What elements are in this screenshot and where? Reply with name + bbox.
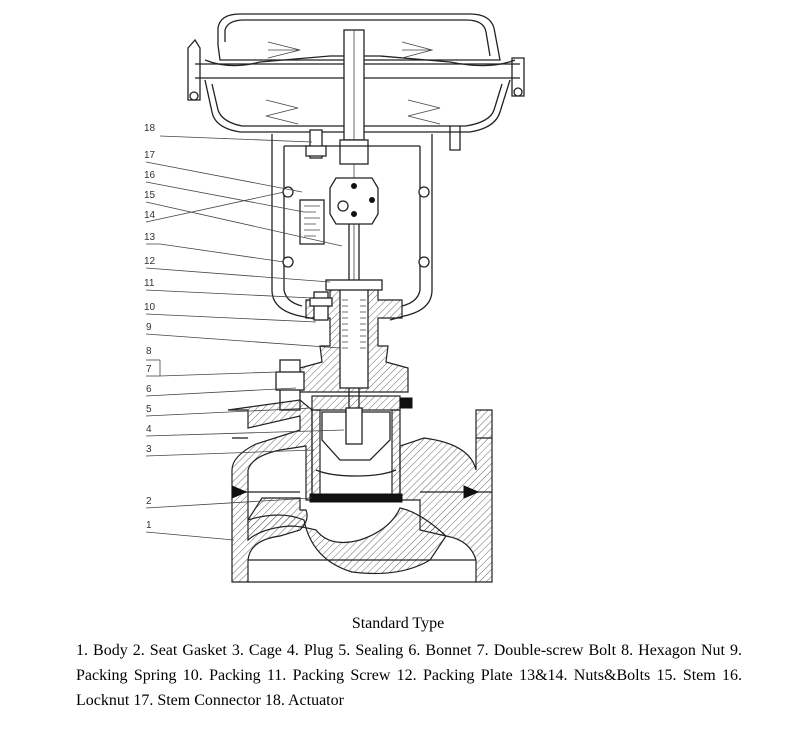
callout-11: 11 xyxy=(144,278,155,289)
callout-4: 4 xyxy=(146,424,152,435)
callout-15: 15 xyxy=(144,190,156,201)
figure-caption: Standard Type 1. Body 2. Seat Gasket 3. … xyxy=(0,612,788,713)
callout-10: 10 xyxy=(144,302,156,313)
callout-6: 6 xyxy=(146,384,152,395)
actuator xyxy=(187,13,525,300)
caption-title: Standard Type xyxy=(351,615,445,632)
parts-list: 1. Body 2. Seat Gasket 3. Cage 4. Plug 5… xyxy=(76,642,742,709)
callout-16: 16 xyxy=(144,170,156,181)
callout-12: 12 xyxy=(144,256,156,267)
bonnet xyxy=(275,279,409,411)
callout-leaders xyxy=(145,135,345,541)
callout-labels: 18 17 16 15 14 13 12 11 10 9 8 7 6 5 4 3… xyxy=(144,123,156,531)
callout-5: 5 xyxy=(146,404,152,415)
valve-body xyxy=(227,399,493,583)
callout-14: 14 xyxy=(144,210,156,221)
callout-7: 7 xyxy=(146,364,152,375)
valve-cross-section-drawing: 18 17 16 15 14 13 12 11 10 9 8 7 6 5 4 3… xyxy=(144,13,525,583)
callout-17: 17 xyxy=(144,150,156,161)
callout-2: 2 xyxy=(146,496,152,507)
yoke xyxy=(271,129,433,321)
cage-and-plug xyxy=(309,395,413,503)
callout-13: 13 xyxy=(144,232,156,243)
callout-3: 3 xyxy=(146,444,152,455)
callout-1: 1 xyxy=(146,520,152,531)
callout-18: 18 xyxy=(144,123,156,134)
callout-8: 8 xyxy=(146,346,152,357)
callout-9: 9 xyxy=(146,322,152,333)
